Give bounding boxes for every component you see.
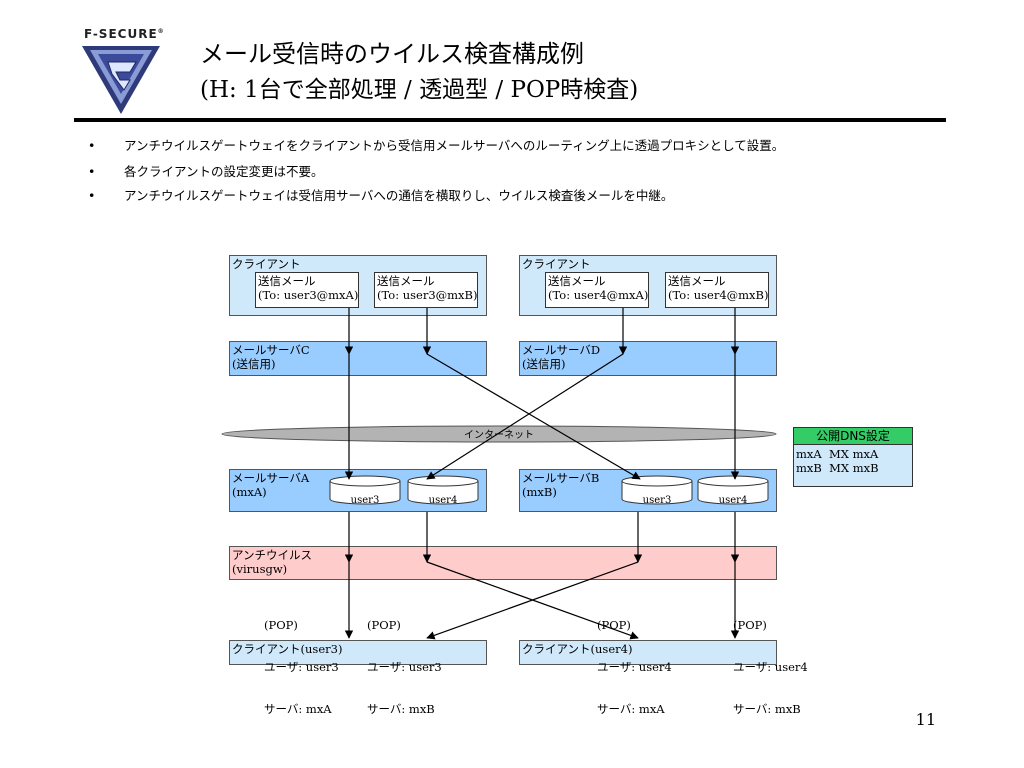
antivirus-gateway: アンチウイルス (virusgw) xyxy=(229,546,777,580)
server-host: (mxA) xyxy=(232,485,267,499)
page-subtitle: (H: 1台で全部処理 / 透過型 / POP時検査) xyxy=(200,77,639,103)
gateway-name: アンチウイルス xyxy=(232,548,313,562)
pop-server: サーバ: mxA xyxy=(597,702,665,716)
logo-text: F-SECURE® xyxy=(84,27,165,41)
client-user4-label: クライアント(user4) xyxy=(522,642,633,656)
pop-protocol: (POP) xyxy=(733,618,767,632)
internet-cloud xyxy=(221,425,777,443)
pop-user: ユーザ: user3 xyxy=(367,660,442,674)
server-name: メールサーバA xyxy=(232,471,310,485)
logo-text-label: F-SECURE xyxy=(84,27,158,41)
pop-server: サーバ: mxB xyxy=(367,702,435,716)
mail-recipient: (To: user4@mxA) xyxy=(548,288,649,302)
pop-label-user4-mxa: (POP) ユーザ: user4 サーバ: mxA xyxy=(597,590,672,730)
mail-server-c: メールサーバC (送信用) xyxy=(229,341,487,376)
bullet-item-2: • 各クライアントの設定変更は不要。 xyxy=(88,161,324,180)
server-name: メールサーバC xyxy=(232,343,310,357)
server-role: (送信用) xyxy=(522,357,566,371)
client-label: クライアント xyxy=(522,257,591,271)
mail-user4-mxb: 送信メール (To: user4@mxB) xyxy=(665,272,769,308)
mailbox-db-b-user3 xyxy=(621,475,693,505)
server-name: メールサーバD xyxy=(522,343,601,357)
mail-user3-mxa: 送信メール (To: user3@mxA) xyxy=(255,272,359,308)
dns-settings-header: 公開DNS設定 xyxy=(793,427,913,445)
send-flow-lines xyxy=(344,308,740,480)
pop-user: ユーザ: user4 xyxy=(597,660,672,674)
mailbox-db-a-user4 xyxy=(407,475,479,505)
dns-record: mxA MX mxA xyxy=(796,447,879,461)
pop-protocol: (POP) xyxy=(264,618,298,632)
page-number: 11 xyxy=(915,710,936,729)
f-secure-shield-icon xyxy=(82,46,160,114)
server-role: (送信用) xyxy=(232,357,276,371)
db-a-user3-label: user3 xyxy=(351,495,380,506)
gateway-host: (virusgw) xyxy=(232,562,288,576)
mail-recipient: (To: user3@mxB) xyxy=(377,288,478,302)
pop-label-user3-mxa: (POP) ユーザ: user3 サーバ: mxA xyxy=(264,590,339,730)
bullet-marker: • xyxy=(88,164,96,179)
mail-user3-mxb: 送信メール (To: user3@mxB) xyxy=(374,272,478,308)
bullet-item-1: • アンチウイルスゲートウェイをクライアントから受信用メールサーバへのルーティング… xyxy=(88,135,784,154)
client-user4-box: クライアント(user4) xyxy=(519,640,777,665)
logo-registered-mark: ® xyxy=(157,28,165,35)
pop-label-user4-mxb: (POP) ユーザ: user4 サーバ: mxB xyxy=(733,590,808,730)
pop-flow-lines xyxy=(344,512,740,640)
mail-title: 送信メール xyxy=(668,274,726,288)
mail-title: 送信メール xyxy=(548,274,606,288)
internet-label: インターネット xyxy=(464,429,534,441)
pop-user: ユーザ: user4 xyxy=(733,660,808,674)
mail-title: 送信メール xyxy=(258,274,316,288)
pop-server: サーバ: mxA xyxy=(264,702,332,716)
server-name: メールサーバB xyxy=(522,471,600,485)
mail-user4-mxa: 送信メール (To: user4@mxA) xyxy=(545,272,649,308)
mail-recipient: (To: user3@mxA) xyxy=(258,288,359,302)
mailbox-db-b-user4 xyxy=(697,475,769,505)
pop-protocol: (POP) xyxy=(597,618,631,632)
client-user3-box: クライアント(user3) xyxy=(229,640,487,665)
pop-user: ユーザ: user3 xyxy=(264,660,339,674)
bullet-text: 各クライアントの設定変更は不要。 xyxy=(124,164,324,179)
dns-settings-records: mxA MX mxA mxB MX mxB xyxy=(793,445,913,487)
server-host: (mxB) xyxy=(522,485,557,499)
bullet-marker: • xyxy=(88,138,96,153)
pop-server: サーバ: mxB xyxy=(733,702,801,716)
bullet-text: アンチウイルスゲートウェイをクライアントから受信用メールサーバへのルーティング上… xyxy=(124,138,785,153)
mail-recipient: (To: user4@mxB) xyxy=(668,288,769,302)
db-b-user4-label: user4 xyxy=(719,495,748,506)
pop-protocol: (POP) xyxy=(367,618,401,632)
page-title: メール受信時のウイルス検査構成例 xyxy=(200,40,584,68)
bullet-marker: • xyxy=(88,188,96,203)
db-b-user3-label: user3 xyxy=(643,495,672,506)
db-a-user4-label: user4 xyxy=(429,495,458,506)
pop-label-user3-mxb: (POP) ユーザ: user3 サーバ: mxB xyxy=(367,590,442,730)
header-divider xyxy=(74,118,946,122)
bullet-item-3: • アンチウイルスゲートウェイは受信用サーバへの通信を横取りし、ウイルス検査後メー… xyxy=(88,185,673,204)
client-user3-label: クライアント(user3) xyxy=(232,642,343,656)
client-label: クライアント xyxy=(232,257,301,271)
mail-title: 送信メール xyxy=(377,274,435,288)
dns-record: mxB MX mxB xyxy=(796,461,879,475)
bullet-text: アンチウイルスゲートウェイは受信用サーバへの通信を横取りし、ウイルス検査後メール… xyxy=(124,188,674,203)
